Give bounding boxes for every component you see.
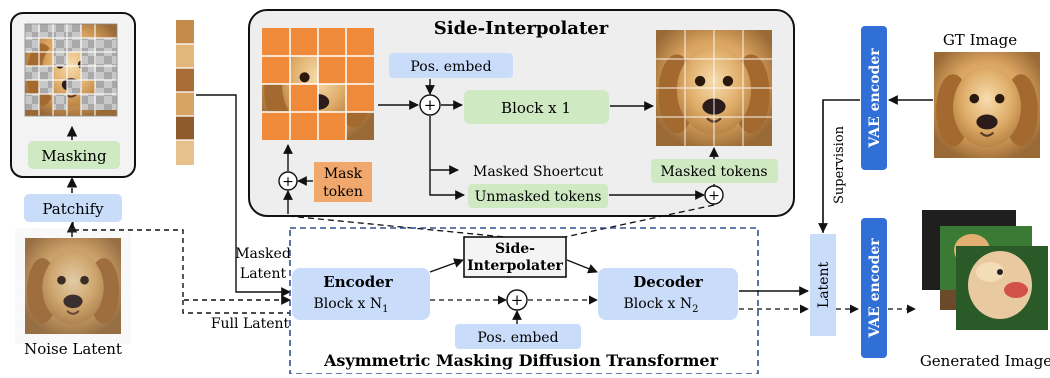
encoder-title: Encoder <box>323 273 394 291</box>
supervision-label: Supervision <box>832 125 847 204</box>
masked-latent-label-2: Latent <box>240 266 287 282</box>
amdt-add-circle <box>506 289 528 311</box>
amdt-pos-embed-label: Pos. embed <box>477 330 558 346</box>
encoder-block-label: Block x N <box>314 296 383 312</box>
si-masked-tokens-label: Masked tokens <box>660 164 767 180</box>
si-unmasked-tokens-label: Unmasked tokens <box>475 189 602 205</box>
vae-encoder-top-label: VAE encoder <box>867 48 883 149</box>
si-add-circle <box>419 94 441 116</box>
encoder-subscript: 1 <box>382 304 388 315</box>
mask-grid-overlay <box>25 24 117 110</box>
masked-latent-label-1: Masked <box>235 246 291 262</box>
panel-links <box>287 204 715 238</box>
decoder-block-text: Block x N2 <box>624 296 699 315</box>
amdt-si-label-2: Interpolater <box>467 258 563 274</box>
masking-panel: Masking <box>10 12 136 178</box>
plus-icon: + <box>511 291 524 309</box>
patch-strip <box>176 20 194 165</box>
noise-latent-label: Noise Latent <box>24 340 122 358</box>
vae-encoder-bottom-label: VAE encoder <box>867 238 883 339</box>
gt-dog-image <box>932 50 1042 160</box>
orange-masked-dog <box>260 26 376 142</box>
encoder-block-text: Block x N1 <box>314 296 389 315</box>
si-output-dog <box>654 28 774 148</box>
patchify-box: Patchify <box>24 176 122 237</box>
amdt-title: Asymmetric Masking Diffusion Transformer <box>323 351 719 370</box>
full-latent-label: Full Latent <box>211 316 290 332</box>
plus-icon: + <box>708 188 720 204</box>
patchify-label: Patchify <box>42 200 104 218</box>
latent-label: Latent <box>816 262 832 309</box>
generated-image-label: Generated Image <box>920 352 1050 370</box>
mask-token-label-2: token <box>323 184 363 200</box>
gt-image-label: GT Image <box>943 31 1017 49</box>
mask-token-label-1: Mask <box>324 166 363 182</box>
plus-icon: + <box>424 96 437 114</box>
mask-add-circle <box>278 171 298 191</box>
left-connectors: Masked Latent Full Latent <box>72 94 291 332</box>
right-section: Latent Supervision VAE encoder VAE encod… <box>810 26 1050 370</box>
generated-images: Generated Image <box>920 210 1050 370</box>
si-pos-embed-label: Pos. embed <box>410 59 491 75</box>
masking-label: Masking <box>41 147 107 165</box>
plus-icon: + <box>282 174 294 190</box>
side-interpolater-panel: Side-Interpolater Pos. embed <box>248 9 795 217</box>
side-interpolater-title: Side-Interpolater <box>434 18 609 39</box>
si-block-label: Block x 1 <box>501 99 571 117</box>
decoder-subscript: 2 <box>692 304 698 315</box>
decoder-title: Decoder <box>633 273 704 291</box>
decoder-block-label: Block x N <box>624 296 693 312</box>
si-masked-shortcut-label: Masked Shoertcut <box>473 164 604 180</box>
noise-latent-image: Noise Latent <box>24 237 122 358</box>
masked-dog-image <box>24 23 118 117</box>
amdt-box: Encoder Block x N1 Side- Interpolater + … <box>289 227 759 375</box>
amdt-si-label-1: Side- <box>495 241 535 257</box>
decoder-to-latent <box>739 286 809 314</box>
